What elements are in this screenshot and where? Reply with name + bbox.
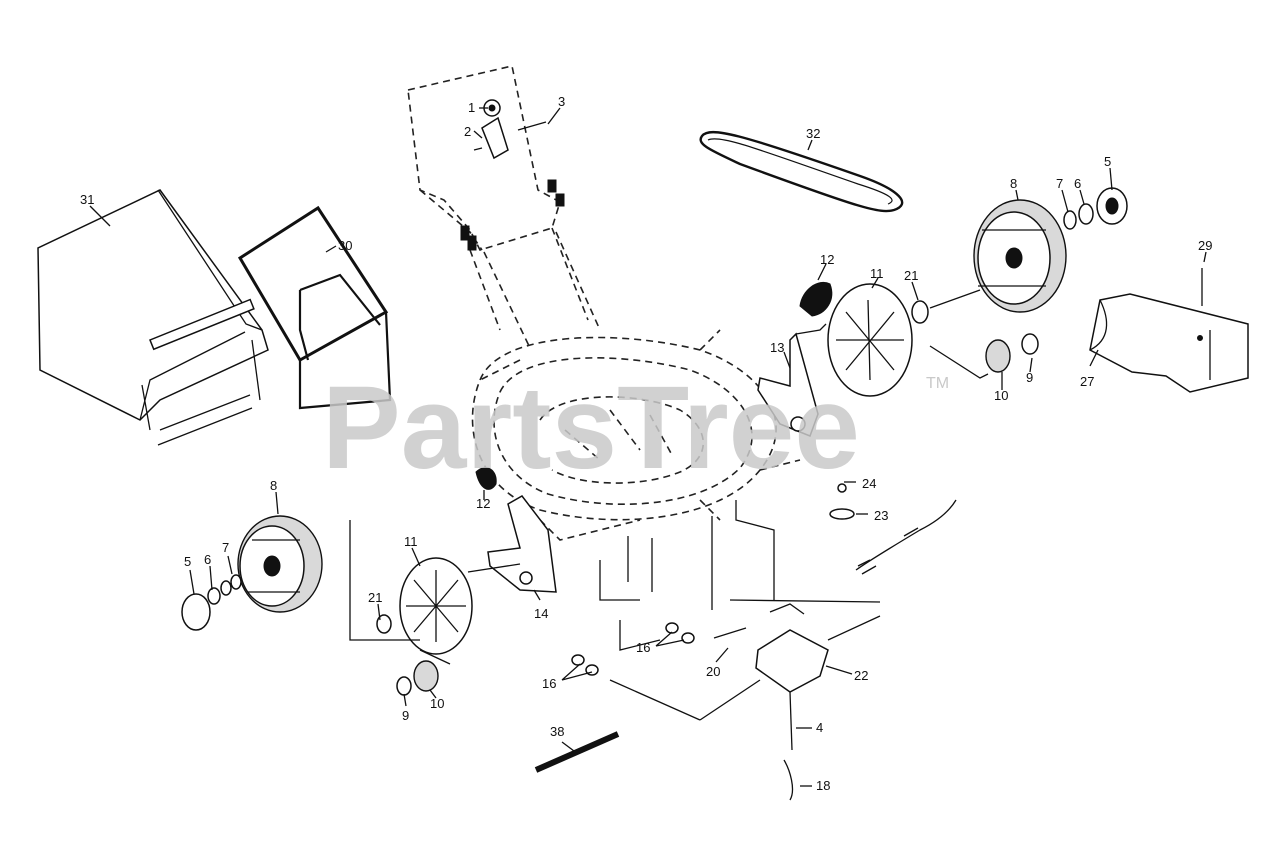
callout-3: 3 bbox=[558, 94, 565, 109]
callout-22: 22 bbox=[854, 668, 868, 683]
callout-9-left: 9 bbox=[402, 708, 409, 723]
callout-5-right: 5 bbox=[1104, 154, 1111, 169]
callout-29: 29 bbox=[1198, 238, 1212, 253]
callout-8-right: 8 bbox=[1010, 176, 1017, 191]
callout-11-left: 11 bbox=[404, 534, 418, 549]
left-drive-disc bbox=[349, 520, 473, 655]
callout-16-right: 16 bbox=[636, 640, 650, 655]
transmission bbox=[699, 603, 881, 801]
right-rear-wheel bbox=[973, 199, 1067, 313]
callout-2: 2 bbox=[464, 124, 471, 139]
axle-rod bbox=[534, 627, 747, 773]
grass-bag bbox=[37, 189, 269, 446]
callout-11-right: 11 bbox=[870, 266, 884, 281]
callout-32: 32 bbox=[806, 126, 820, 141]
callout-14: 14 bbox=[534, 606, 548, 621]
callout-13: 13 bbox=[770, 340, 784, 355]
callout-12-right: 12 bbox=[820, 252, 834, 267]
left-height-adjuster bbox=[467, 495, 557, 593]
right-drive-disc bbox=[827, 283, 929, 397]
callout-6-right: 6 bbox=[1074, 176, 1081, 191]
callout-4: 4 bbox=[816, 720, 823, 735]
callout-9-right: 9 bbox=[1026, 370, 1033, 385]
control-handle-parts bbox=[473, 99, 547, 160]
callout-8-left: 8 bbox=[270, 478, 277, 493]
callout-27: 27 bbox=[1080, 374, 1094, 389]
callout-labels: 1 2 3 32 31 30 8 7 6 5 29 12 11 21 13 9 … bbox=[80, 94, 1212, 793]
right-hub-parts bbox=[929, 187, 1128, 309]
callout-7-right: 7 bbox=[1056, 176, 1063, 191]
callout-leaders bbox=[89, 107, 1207, 787]
drive-belt bbox=[699, 131, 904, 213]
phantom-deck bbox=[471, 329, 801, 541]
callout-20: 20 bbox=[706, 664, 720, 679]
callout-21-left: 21 bbox=[368, 590, 382, 605]
right-wheel-cover bbox=[799, 282, 833, 317]
callout-16-left: 16 bbox=[542, 676, 556, 691]
callout-38: 38 bbox=[550, 724, 564, 739]
bag-frame bbox=[237, 205, 392, 410]
callout-10-left: 10 bbox=[430, 696, 444, 711]
right-pinion bbox=[929, 333, 1039, 379]
callout-6-left: 6 bbox=[204, 552, 211, 567]
callout-1: 1 bbox=[468, 100, 475, 115]
phantom-handle bbox=[407, 65, 601, 349]
watermark-tm: TM bbox=[926, 375, 949, 392]
mount-bracket-lines bbox=[571, 500, 881, 721]
callout-30: 30 bbox=[338, 238, 352, 253]
right-height-adjuster bbox=[757, 323, 827, 437]
callout-5-left: 5 bbox=[184, 554, 191, 569]
callout-21-right: 21 bbox=[904, 268, 918, 283]
callout-24: 24 bbox=[862, 476, 876, 491]
watermark-text: PartsTree bbox=[322, 362, 860, 494]
callout-23: 23 bbox=[874, 508, 888, 523]
left-wheel-cover bbox=[475, 467, 497, 490]
left-rear-wheel bbox=[237, 515, 323, 613]
callout-10-right: 10 bbox=[994, 388, 1008, 403]
callout-12-left: 12 bbox=[476, 496, 490, 511]
callout-18: 18 bbox=[816, 778, 830, 793]
watermark: PartsTree TM bbox=[322, 362, 949, 494]
rear-deflector bbox=[1089, 268, 1249, 393]
left-hub-parts bbox=[181, 574, 242, 631]
left-pinion bbox=[396, 649, 451, 696]
callout-31: 31 bbox=[80, 192, 94, 207]
callout-7-left: 7 bbox=[222, 540, 229, 555]
drive-cable bbox=[829, 483, 957, 575]
